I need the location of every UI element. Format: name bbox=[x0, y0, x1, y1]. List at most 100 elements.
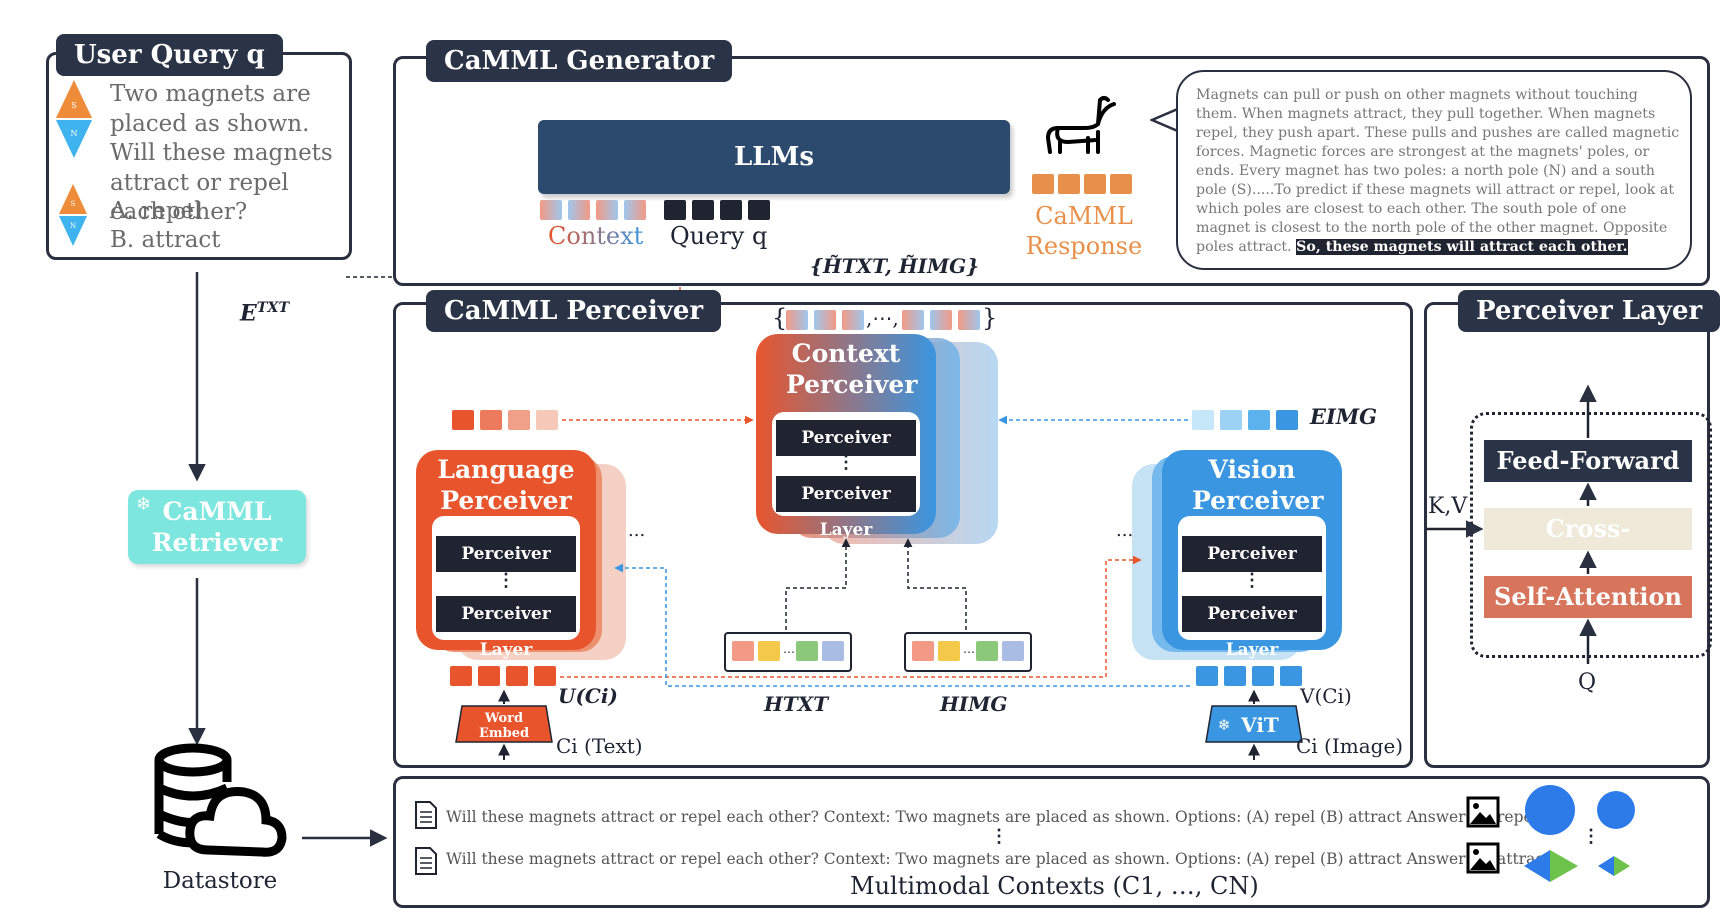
response-text: Magnets can pull or push on other magnet… bbox=[1196, 87, 1680, 255]
himg-box: … bbox=[904, 632, 1032, 672]
h-tilde-label: {H̃TXT, H̃IMG} bbox=[810, 254, 980, 278]
htxt-label: HTXT bbox=[764, 692, 829, 716]
response-highlight: So, these magnets will attract each othe… bbox=[1296, 239, 1628, 255]
contexts-caption: Multimodal Contexts (C1, …, CN) bbox=[850, 872, 1259, 900]
snowflake-icon: ❄ bbox=[136, 494, 152, 515]
vertical-ellipsis: ⋮ bbox=[837, 452, 855, 473]
himg-label: HIMG bbox=[940, 692, 1008, 716]
query-token bbox=[748, 200, 770, 220]
context-line-1: Will these magnets attract or repel each… bbox=[446, 808, 1538, 826]
text-token bbox=[508, 410, 530, 430]
datastore-label: Datastore bbox=[162, 868, 278, 894]
context-perceiver-title: Context Perceiver bbox=[786, 339, 918, 399]
htxt-box: … bbox=[724, 632, 852, 672]
v-token bbox=[1196, 666, 1218, 686]
svg-text:S: S bbox=[71, 200, 76, 208]
perceiver-layer: Perceiver Layer bbox=[776, 476, 916, 540]
svg-text:❄: ❄ bbox=[1218, 716, 1231, 734]
u-label: U(Ci) bbox=[558, 684, 618, 708]
query-token bbox=[664, 200, 686, 220]
vision-perceiver-inner: Perceiver Layer ⋮ Perceiver Layer bbox=[1178, 516, 1326, 660]
language-ellipsis: ... bbox=[628, 520, 646, 541]
perceiver-layer: Perceiver Layer bbox=[436, 596, 576, 660]
magnet-circles-image bbox=[1525, 785, 1635, 835]
magnet-diamonds-image bbox=[1524, 850, 1630, 882]
response-label-1: CaMML bbox=[1035, 202, 1133, 230]
document-icon bbox=[415, 801, 437, 829]
etxt-label: ETXT bbox=[240, 300, 290, 327]
vertical-ellipsis: ⋮ bbox=[497, 570, 515, 591]
perceiver-tab: CaMML Perceiver bbox=[426, 290, 722, 332]
svg-text:S: S bbox=[71, 101, 76, 110]
svg-text:Embed: Embed bbox=[479, 726, 529, 741]
set-token bbox=[842, 310, 864, 330]
context-perceiver: Context Perceiver Perceiver Layer ⋮ Perc… bbox=[756, 334, 936, 540]
response-token bbox=[1084, 174, 1106, 194]
option-a-text: A. repel bbox=[110, 198, 202, 224]
u-token bbox=[506, 666, 528, 686]
llm-box: LLMs bbox=[538, 120, 1010, 194]
user-query-tab: User Query q bbox=[56, 34, 283, 76]
context-line-2: Will these magnets attract or repel each… bbox=[446, 850, 1551, 868]
svg-text:N: N bbox=[71, 129, 78, 138]
set-token bbox=[902, 310, 924, 330]
magnet-icon-small: S N bbox=[59, 184, 87, 246]
llama-icon bbox=[1045, 96, 1116, 154]
set-token bbox=[814, 310, 836, 330]
vertical-ellipsis: ⋮ bbox=[990, 826, 1008, 847]
set-token bbox=[958, 310, 980, 330]
kv-label: K,V bbox=[1428, 494, 1468, 519]
feed-forward-block: Feed-Forward bbox=[1484, 440, 1692, 482]
context-label: Context bbox=[548, 222, 644, 250]
image-icon bbox=[1466, 842, 1500, 874]
retriever-label: CaMML Retriever bbox=[151, 497, 283, 557]
language-perceiver: Language Perceiver Perceiver Layer ⋮ Per… bbox=[416, 450, 596, 660]
vision-ellipsis: ... bbox=[1116, 520, 1134, 541]
context-token bbox=[596, 200, 618, 220]
set-token bbox=[930, 310, 952, 330]
vision-perceiver-title: Vision Perceiver bbox=[1192, 455, 1324, 515]
context-token bbox=[624, 200, 646, 220]
context-perceiver-inner: Perceiver Layer ⋮ Perceiver Layer bbox=[772, 412, 920, 540]
perceiver-layer: Perceiver Layer bbox=[1182, 536, 1322, 600]
vit-block: ❄ ViT bbox=[1205, 705, 1303, 743]
response-bubble: Magnets can pull or push on other magnet… bbox=[1176, 70, 1692, 270]
self-attention-block: Self-Attention bbox=[1484, 576, 1692, 618]
q-label: Q bbox=[1578, 670, 1597, 695]
u-token bbox=[478, 666, 500, 686]
language-perceiver-title: Language Perceiver bbox=[437, 455, 575, 515]
vertical-ellipsis: ⋮ bbox=[1582, 826, 1600, 847]
ci-image-label: Ci (Image) bbox=[1296, 734, 1404, 758]
svg-text:Word: Word bbox=[484, 711, 523, 726]
camml-retriever-box: ❄ CaMML Retriever bbox=[128, 490, 306, 564]
context-token bbox=[540, 200, 562, 220]
image-token bbox=[1276, 410, 1298, 430]
image-token bbox=[1248, 410, 1270, 430]
v-token bbox=[1252, 666, 1274, 686]
set-token bbox=[786, 310, 808, 330]
option-b-text: B. attract bbox=[110, 227, 221, 253]
response-label-2: Response bbox=[1025, 232, 1143, 260]
ci-text-label: Ci (Text) bbox=[556, 734, 643, 758]
query-label: Query q bbox=[670, 222, 768, 250]
u-token bbox=[450, 666, 472, 686]
vision-perceiver: Vision Perceiver Perceiver Layer ⋮ Perce… bbox=[1162, 450, 1342, 660]
vertical-ellipsis: ⋮ bbox=[1243, 570, 1261, 591]
set-label-close: } bbox=[982, 304, 998, 332]
perceiver-layer: Perceiver Layer bbox=[1182, 596, 1322, 660]
svg-text:ViT: ViT bbox=[1240, 713, 1279, 737]
perceiver-layer: Perceiver Layer bbox=[436, 536, 576, 600]
u-token bbox=[534, 666, 556, 686]
query-token bbox=[720, 200, 742, 220]
response-token bbox=[1058, 174, 1080, 194]
magnet-icon-large: S N bbox=[56, 80, 92, 158]
image-icon bbox=[1466, 796, 1500, 828]
set-label-open: { bbox=[772, 304, 788, 332]
v-token bbox=[1224, 666, 1246, 686]
perceiver-layer-tab: Perceiver Layer bbox=[1458, 290, 1721, 332]
image-token bbox=[1192, 410, 1214, 430]
generator-tab: CaMML Generator bbox=[426, 40, 733, 82]
datastore-icon bbox=[154, 743, 287, 857]
